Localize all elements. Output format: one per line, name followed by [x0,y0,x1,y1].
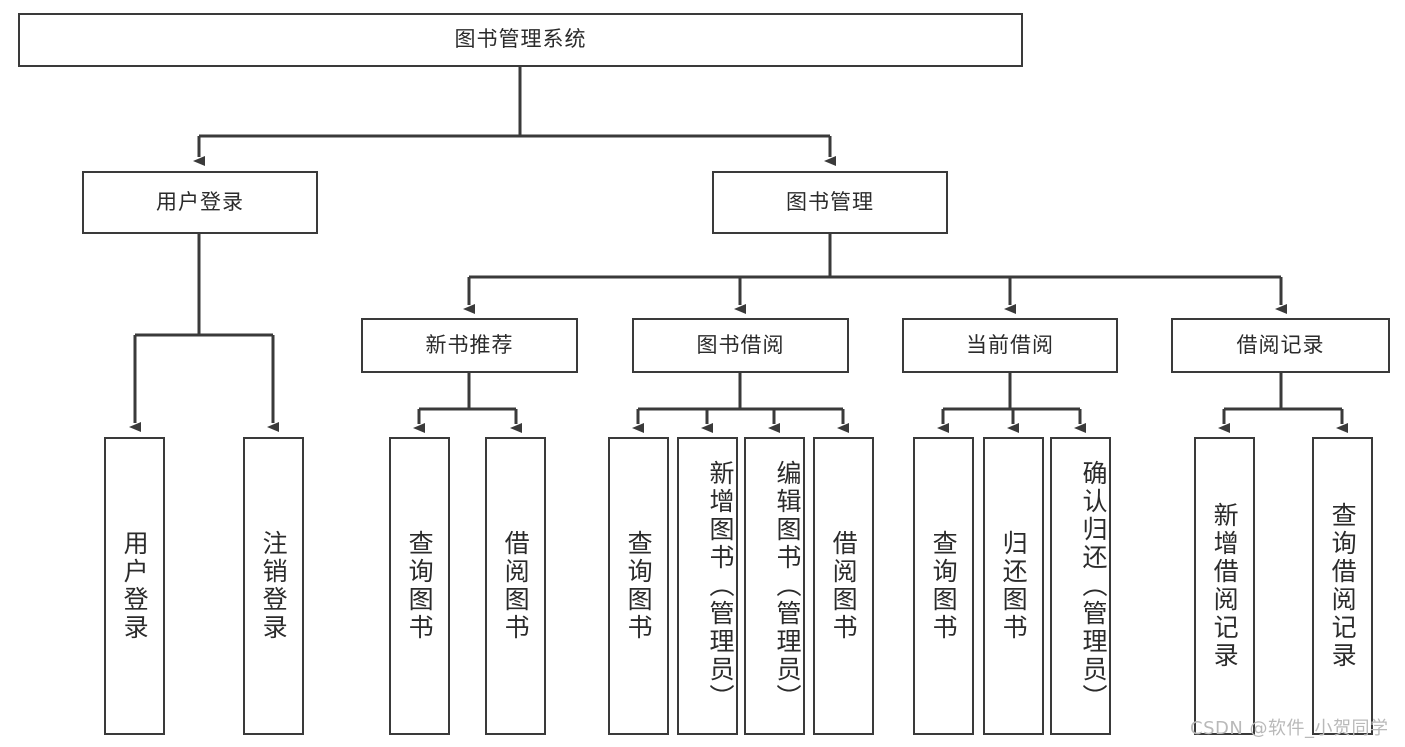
node-leaf-query-book-3[interactable]: 查询图书 [913,437,974,735]
node-leaf-query-book-1[interactable]: 查询图书 [389,437,450,735]
node-book-borrow-label: 图书借阅 [696,332,785,357]
node-leaf-borrow-book-2-label: 借阅图书 [829,530,859,642]
node-new-book-recommend[interactable]: 新书推荐 [361,318,578,373]
node-leaf-edit-book-label: 编辑图书（管理员） [773,460,802,712]
node-leaf-query-record[interactable]: 查询借阅记录 [1312,437,1373,735]
node-leaf-borrow-book-1-label: 借阅图书 [501,530,531,642]
node-leaf-query-book-2-label: 查询图书 [624,530,654,642]
node-leaf-query-book-1-label: 查询图书 [405,530,435,642]
node-leaf-borrow-book-2[interactable]: 借阅图书 [813,437,874,735]
node-leaf-edit-book[interactable]: 编辑图书（管理员） [744,437,805,735]
node-leaf-user-logout-label: 注销登录 [259,530,289,642]
node-leaf-user-login[interactable]: 用户登录 [104,437,165,735]
node-borrow-record[interactable]: 借阅记录 [1171,318,1390,373]
node-leaf-query-book-3-label: 查询图书 [929,530,959,642]
node-leaf-user-logout[interactable]: 注销登录 [243,437,304,735]
node-leaf-user-login-label: 用户登录 [120,530,150,642]
node-leaf-return-book-label: 归还图书 [999,530,1029,642]
node-leaf-borrow-book-1[interactable]: 借阅图书 [485,437,546,735]
csdn-watermark: CSDN @软件_小贺同学 [1190,718,1389,739]
node-root[interactable]: 图书管理系统 [18,13,1023,67]
node-user-login[interactable]: 用户登录 [82,171,318,234]
node-borrow-record-label: 借阅记录 [1236,332,1325,357]
node-root-label: 图书管理系统 [454,27,587,52]
node-current-borrow-label: 当前借阅 [966,332,1054,357]
node-leaf-add-book[interactable]: 新增图书（管理员） [677,437,738,735]
node-leaf-query-book-2[interactable]: 查询图书 [608,437,669,735]
node-book-borrow[interactable]: 图书借阅 [632,318,849,373]
node-new-book-recommend-label: 新书推荐 [425,332,514,357]
node-user-login-label: 用户登录 [156,189,244,214]
node-book-management-label: 图书管理 [786,189,874,214]
node-book-management[interactable]: 图书管理 [712,171,948,234]
node-leaf-confirm-return-label: 确认归还（管理员） [1079,460,1108,712]
node-leaf-add-record[interactable]: 新增借阅记录 [1194,437,1255,735]
node-leaf-add-record-label: 新增借阅记录 [1210,502,1240,670]
node-current-borrow[interactable]: 当前借阅 [902,318,1118,373]
node-leaf-return-book[interactable]: 归还图书 [983,437,1044,735]
node-leaf-confirm-return[interactable]: 确认归还（管理员） [1050,437,1111,735]
node-leaf-add-book-label: 新增图书（管理员） [706,460,735,712]
node-leaf-query-record-label: 查询借阅记录 [1328,502,1358,670]
